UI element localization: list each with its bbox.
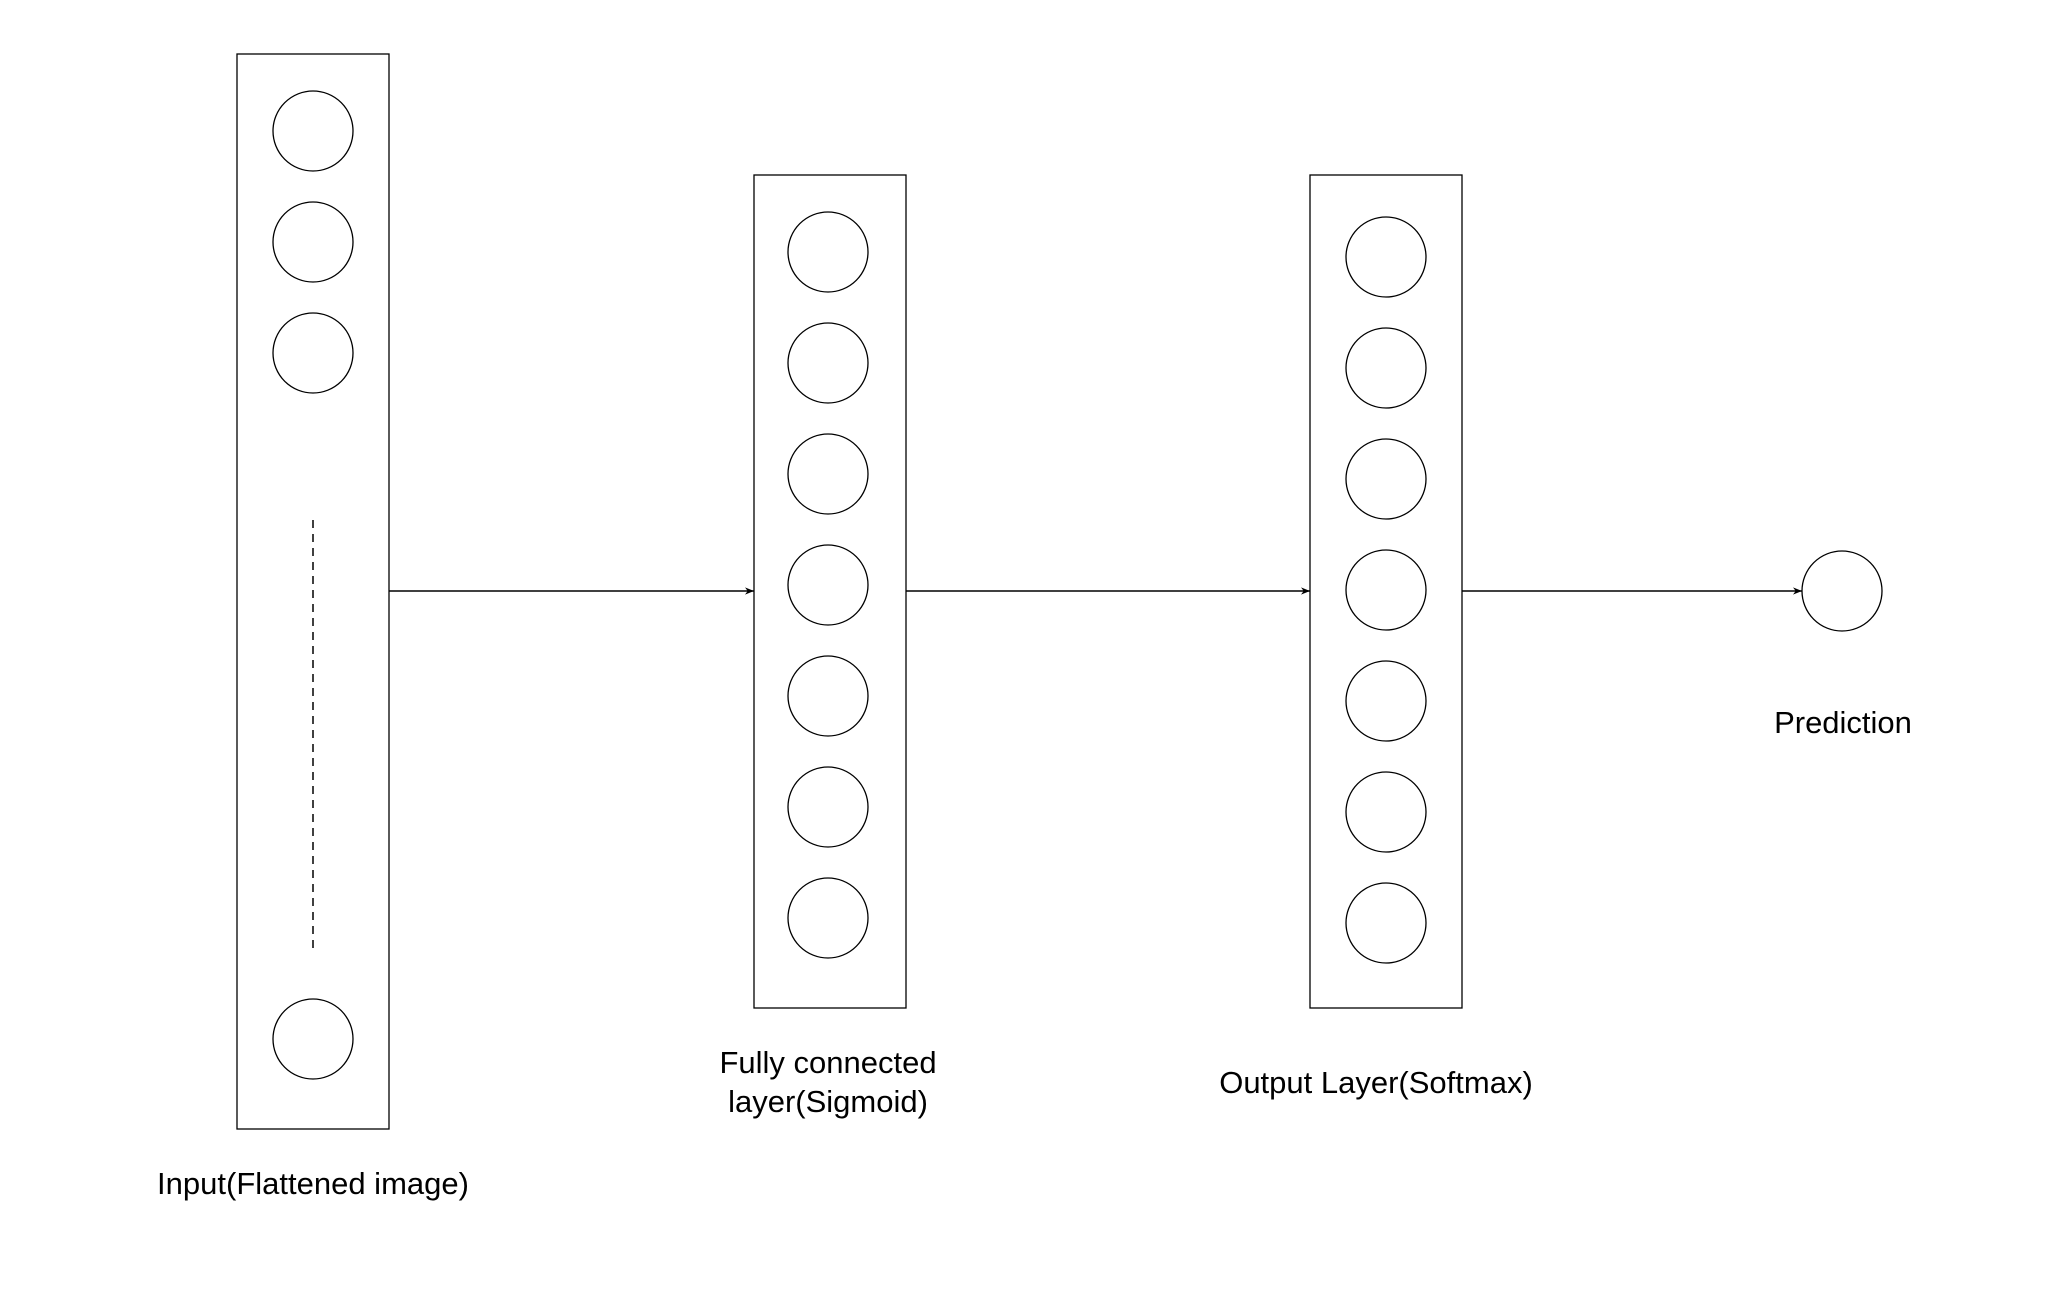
hidden-layer-label-line1: Fully connected: [719, 1045, 936, 1080]
output-neuron: [1345, 549, 1427, 631]
hidden-layer: Fully connected layer(Sigmoid): [719, 174, 937, 1119]
prediction-neuron: [1801, 550, 1883, 632]
output-neuron: [1345, 771, 1427, 853]
hidden-layer-label-line2: layer(Sigmoid): [728, 1084, 928, 1119]
output-neuron: [1345, 660, 1427, 742]
hidden-layer-box: [753, 174, 907, 1009]
output-layer-label: Output Layer(Softmax): [1219, 1065, 1533, 1100]
prediction-label: Prediction: [1774, 705, 1912, 740]
input-neuron: [272, 90, 354, 172]
hidden-neuron: [787, 322, 869, 404]
hidden-neuron: [787, 211, 869, 293]
prediction-node: Prediction: [1774, 550, 1912, 740]
output-neuron: [1345, 882, 1427, 964]
hidden-neuron: [787, 766, 869, 848]
output-neuron: [1345, 438, 1427, 520]
output-neuron: [1345, 216, 1427, 298]
input-layer-label: Input(Flattened image): [157, 1166, 469, 1201]
output-neuron: [1345, 327, 1427, 409]
input-neuron: [272, 312, 354, 394]
hidden-neuron: [787, 433, 869, 515]
hidden-neuron: [787, 877, 869, 959]
input-layer: Input(Flattened image): [157, 53, 469, 1201]
input-neuron: [272, 201, 354, 283]
hidden-neuron: [787, 544, 869, 626]
output-layer: Output Layer(Softmax): [1219, 174, 1533, 1100]
input-neuron: [272, 998, 354, 1080]
hidden-neuron: [787, 655, 869, 737]
